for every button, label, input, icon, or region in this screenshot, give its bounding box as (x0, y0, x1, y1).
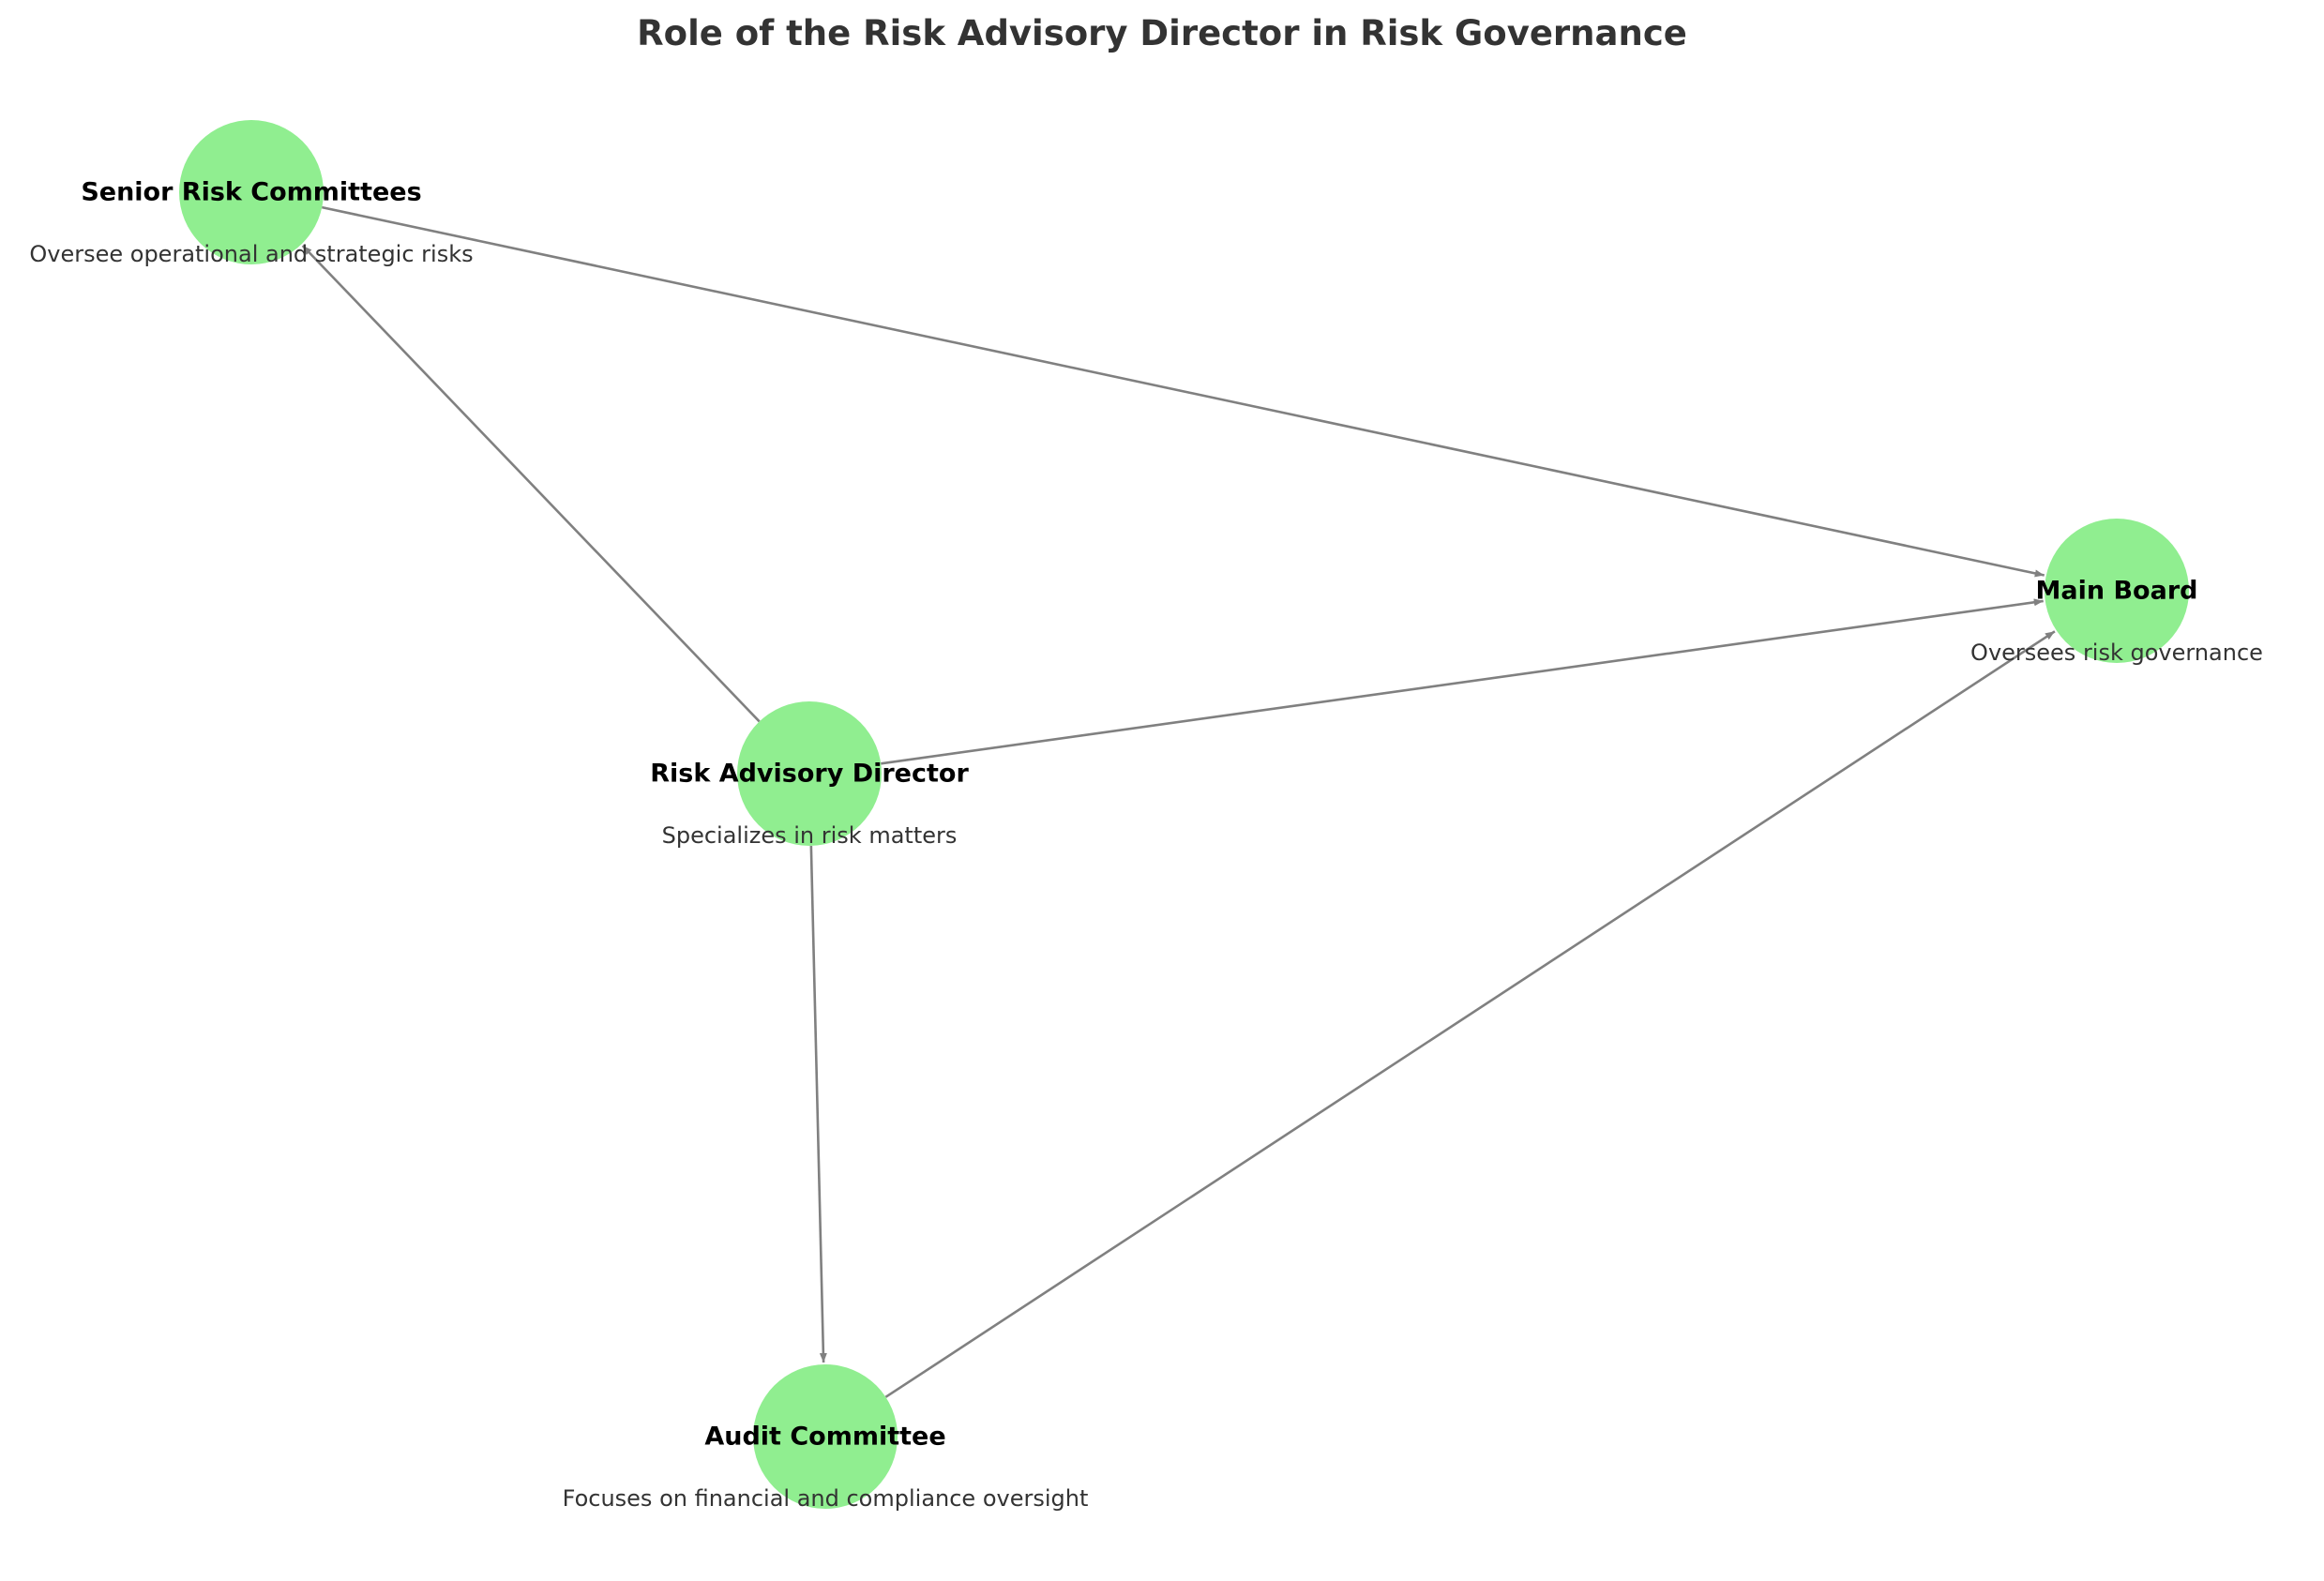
node-label: Risk Advisory Director (650, 760, 969, 789)
node-label: Main Board (2036, 577, 2198, 606)
node-description: Specializes in risk matters (662, 822, 958, 849)
edge-rad-to-board (881, 598, 2044, 765)
node-main-board: Main Board Oversees risk governance (1970, 519, 2263, 666)
edge-audit-to-board (884, 630, 2056, 1398)
node-description: Focuses on financial and compliance over… (563, 1485, 1089, 1512)
node-circle (737, 701, 882, 846)
node-audit-committee: Audit Committee Focuses on financial and… (563, 1364, 1089, 1512)
node-label: Audit Committee (704, 1423, 945, 1452)
node-description: Oversee operational and strategic risks (29, 241, 473, 267)
node-circle (179, 120, 324, 264)
node-senior-risk-committees: Senior Risk Committees Oversee operation… (29, 120, 474, 267)
node-label: Senior Risk Committees (81, 178, 421, 207)
edge-rad-to-senior (301, 245, 761, 723)
node-description: Oversees risk governance (1970, 640, 2263, 666)
diagram-title: Role of the Risk Advisory Director in Ri… (637, 13, 1687, 53)
edge-senior-to-board (322, 205, 2045, 578)
node-circle (753, 1364, 898, 1509)
edges-layer (301, 205, 2056, 1398)
node-circle (2045, 519, 2189, 663)
node-risk-advisory-director: Risk Advisory Director Specializes in ri… (650, 701, 969, 849)
edge-rad-to-audit (809, 845, 827, 1363)
